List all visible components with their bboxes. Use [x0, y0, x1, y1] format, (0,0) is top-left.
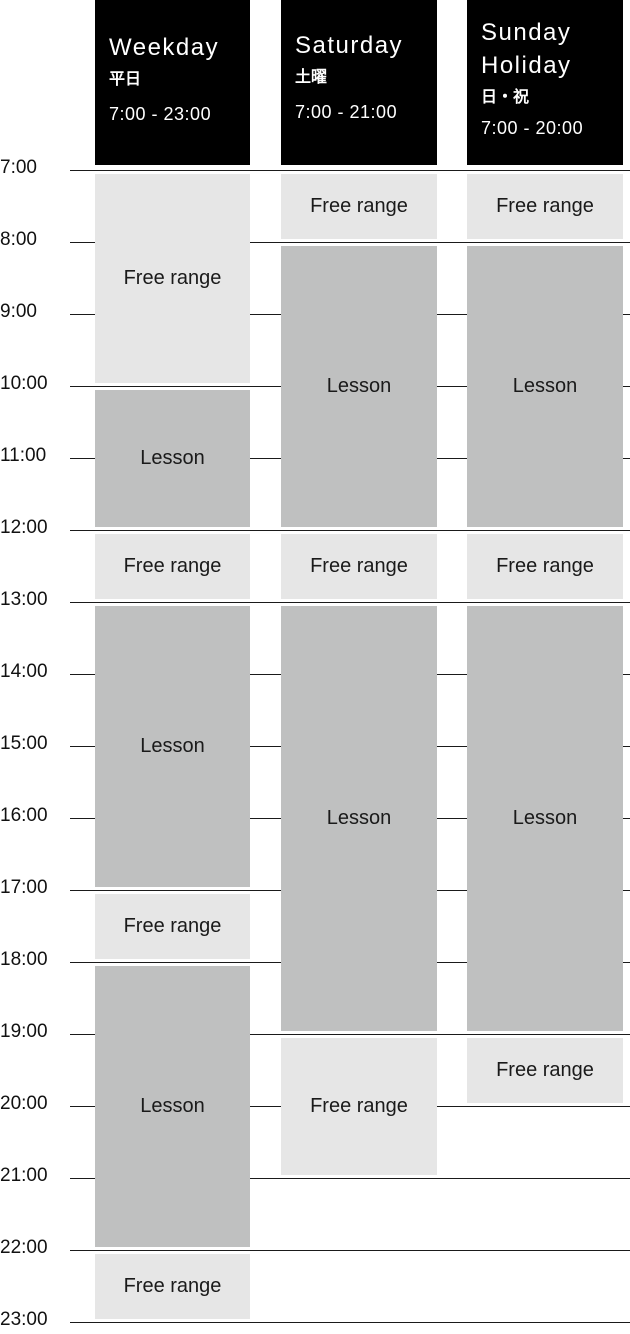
header-title-jp: 平日 [109, 71, 142, 88]
time-label: 13:00 [0, 589, 48, 610]
time-label: 14:00 [0, 661, 48, 682]
hour-line [70, 1034, 630, 1035]
header-title: Sunday Holiday [481, 19, 572, 79]
header-saturday: Saturday 土曜 7:00 - 21:00 [281, 0, 437, 165]
header-hours: 7:00 - 21:00 [295, 102, 398, 122]
free-range-block: Free range [281, 534, 437, 599]
hour-line [70, 1322, 630, 1323]
time-label: 7:00 [0, 157, 37, 178]
free-range-block: Free range [95, 174, 250, 383]
header-sunday-holiday: Sunday Holiday 日・祝 7:00 - 20:00 [467, 0, 623, 165]
hour-line [70, 1250, 630, 1251]
free-range-block: Free range [95, 534, 250, 599]
lesson-block: Lesson [281, 606, 437, 1031]
hour-line [70, 602, 630, 603]
free-range-block: Free range [281, 174, 437, 239]
lesson-block: Lesson [281, 246, 437, 527]
time-label: 8:00 [0, 229, 37, 250]
header-title: Saturday [295, 32, 404, 59]
header-title-jp: 土曜 [295, 69, 328, 86]
time-label: 11:00 [0, 445, 47, 466]
time-label: 21:00 [0, 1165, 48, 1186]
time-label: 17:00 [0, 877, 48, 898]
time-label: 15:00 [0, 733, 48, 754]
time-label: 18:00 [0, 949, 48, 970]
time-label: 22:00 [0, 1237, 48, 1258]
time-label: 20:00 [0, 1093, 48, 1114]
hour-line [70, 242, 630, 243]
lesson-block: Lesson [467, 246, 623, 527]
header-title: Weekday [109, 34, 220, 61]
free-range-block: Free range [467, 534, 623, 599]
lesson-block: Lesson [95, 390, 250, 527]
hour-line [70, 530, 630, 531]
time-label: 23:00 [0, 1309, 48, 1330]
hour-line [70, 1178, 630, 1179]
lesson-block: Lesson [95, 606, 250, 887]
header-title-jp: 日・祝 [481, 89, 530, 106]
time-label: 10:00 [0, 373, 48, 394]
free-range-block: Free range [95, 894, 250, 959]
time-label: 9:00 [0, 301, 37, 322]
lesson-block: Lesson [95, 966, 250, 1247]
header-hours: 7:00 - 20:00 [481, 118, 584, 138]
free-range-block: Free range [467, 1038, 623, 1103]
hour-line [70, 170, 630, 171]
free-range-block: Free range [95, 1254, 250, 1319]
lesson-block: Lesson [467, 606, 623, 1031]
free-range-block: Free range [467, 174, 623, 239]
time-label: 19:00 [0, 1021, 48, 1042]
header-hours: 7:00 - 23:00 [109, 104, 212, 124]
free-range-block: Free range [281, 1038, 437, 1175]
time-label: 16:00 [0, 805, 48, 826]
time-label: 12:00 [0, 517, 48, 538]
header-weekday: Weekday 平日 7:00 - 23:00 [95, 0, 250, 165]
